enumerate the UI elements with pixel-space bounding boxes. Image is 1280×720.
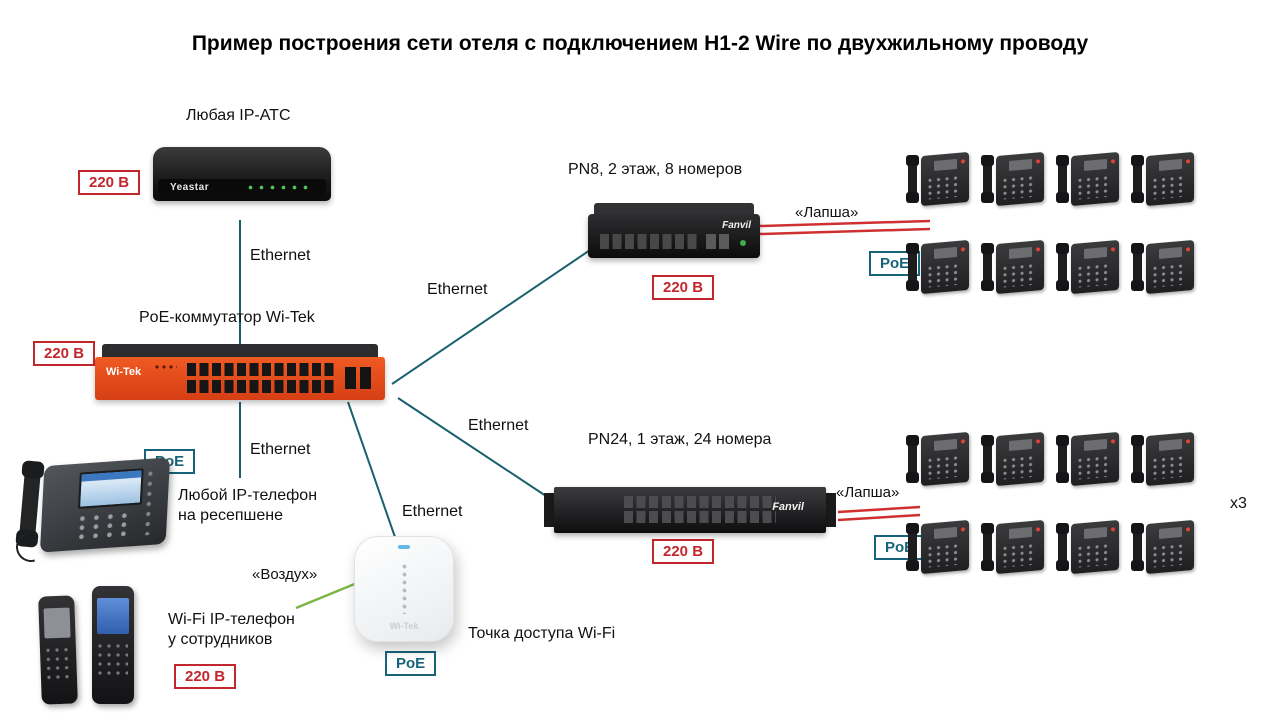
pbx-label: Любая IP-АТС — [186, 107, 291, 124]
pbx-status-leds-icon — [248, 185, 314, 190]
pn8-status-led-icon — [740, 240, 746, 246]
wifi-handset-icon — [38, 595, 78, 705]
access-point-label: Точка доступа Wi-Fi — [468, 625, 616, 642]
staff-phone-label-line2: у сотрудников — [168, 631, 273, 648]
pn24-rack-ear-right — [824, 493, 836, 527]
lapsha-wire-pn8-a — [759, 219, 931, 228]
pbx-brand-logo: Yeastar — [170, 182, 210, 193]
power-badge-pn24: 220 В — [652, 539, 715, 564]
ip-phone-icon — [1131, 238, 1195, 298]
pn24-ports-icon — [624, 496, 776, 524]
reception-phone-label-line2: на ресепшене — [178, 507, 284, 524]
ip-phone-icon — [981, 518, 1045, 578]
access-point-icon: Wi-Tek — [354, 536, 454, 642]
wifi-handset-keypad — [45, 647, 72, 683]
pn8-brand-logo: Fanvil — [722, 220, 751, 231]
ip-phone-icon — [906, 518, 970, 578]
poe-badge-ap: PoE — [385, 651, 437, 676]
link-switch-to-pn8 — [391, 245, 597, 385]
pn8-label: PN8, 2 этаж, 8 номеров — [568, 161, 743, 178]
link-switch-to-ap — [347, 401, 397, 541]
air-label: «Воздух» — [252, 566, 318, 583]
wifi-handset-icon — [92, 586, 134, 704]
ip-phone-icon — [981, 430, 1045, 490]
pn8-uplink-ports-icon — [706, 234, 730, 249]
ethernet-label-ap: Ethernet — [402, 503, 463, 520]
reception-phone-body — [39, 457, 171, 553]
access-point-led-icon — [398, 545, 410, 549]
ethernet-label-pn24: Ethernet — [468, 417, 529, 434]
power-badge-pbx: 220 В — [78, 170, 141, 195]
ip-phone-icon — [906, 150, 970, 210]
pbx-front-panel: Yeastar — [158, 179, 326, 199]
core-switch-device-icon: Wi-Tek — [95, 344, 385, 400]
core-switch-ports-icon — [187, 363, 337, 394]
wifi-handset-keypad — [98, 644, 128, 678]
pn8-device-icon: Fanvil — [588, 203, 760, 258]
pn24-label: PN24, 1 этаж, 24 номера — [588, 431, 772, 448]
pn24-rack-ear-left — [544, 493, 556, 527]
core-switch-leds-icon — [155, 365, 177, 370]
reception-phone-screen — [77, 468, 144, 509]
staff-phone-label: Wi-Fi IP-телефон у сотрудников — [168, 610, 295, 650]
reception-phone-keypad — [78, 511, 136, 542]
pn8-chassis — [594, 203, 754, 216]
ip-phone-icon — [1131, 518, 1195, 578]
lapsha-label-pn24: «Лапша» — [836, 484, 900, 501]
ip-phone-icon — [1056, 238, 1120, 298]
access-point-grille-icon — [402, 564, 407, 614]
pn24-front-panel: Fanvil — [554, 487, 826, 533]
ip-phone-icon — [906, 430, 970, 490]
ethernet-label-pbx: Ethernet — [250, 247, 311, 264]
ip-phone-icon — [1056, 150, 1120, 210]
wifi-handsets-icon — [38, 586, 134, 705]
core-switch-label: PoE-коммутатор Wi-Tek — [139, 309, 315, 326]
core-switch-brand-logo: Wi-Tek — [106, 366, 142, 378]
reception-phone-side-keys — [144, 469, 162, 536]
core-switch-chassis — [102, 344, 378, 359]
ip-phone-icon — [1056, 518, 1120, 578]
reception-phone-label-line1: Любой IP-телефон — [178, 487, 318, 504]
reception-phone-icon — [10, 456, 172, 568]
pn24-device-icon: Fanvil — [544, 487, 836, 533]
ip-phone-icon — [981, 150, 1045, 210]
lapsha-label-pn8: «Лапша» — [795, 204, 859, 221]
air-link-handset-to-ap — [295, 581, 358, 610]
ethernet-label-reception: Ethernet — [250, 441, 311, 458]
link-switch-to-pn24 — [397, 397, 553, 501]
wifi-handset-screen — [43, 607, 71, 639]
multiplier-label: x3 — [1230, 495, 1247, 512]
phone-group-floor1 — [906, 430, 1195, 578]
core-switch-sfp-ports-icon — [345, 367, 371, 389]
wifi-handset-screen — [97, 598, 129, 634]
access-point-brand-logo: Wi-Tek — [389, 621, 419, 631]
power-badge-pn8: 220 В — [652, 275, 715, 300]
pn24-brand-logo: Fanvil — [772, 501, 804, 513]
lapsha-wire-pn8-b — [759, 227, 931, 236]
pbx-chassis: Yeastar — [153, 147, 331, 201]
lapsha-wire-pn24-a — [837, 505, 921, 514]
pbx-device-icon: Yeastar — [153, 147, 331, 217]
ip-phone-icon — [1056, 430, 1120, 490]
ethernet-label-pn8: Ethernet — [427, 281, 488, 298]
ip-phone-icon — [1131, 150, 1195, 210]
pn8-ports-icon — [600, 234, 700, 249]
pn8-front-panel: Fanvil — [588, 214, 760, 258]
core-switch-front-panel: Wi-Tek — [95, 357, 385, 400]
page-title: Пример построения сети отеля с подключен… — [191, 32, 1089, 55]
phone-group-floor2 — [906, 150, 1195, 298]
lapsha-wire-pn24-b — [837, 513, 921, 522]
reception-phone-label: Любой IP-телефон на ресепшене — [178, 486, 317, 526]
ip-phone-icon — [906, 238, 970, 298]
ip-phone-icon — [1131, 430, 1195, 490]
power-badge-staff-phone: 220 В — [174, 664, 237, 689]
staff-phone-label-line1: Wi-Fi IP-телефон — [168, 611, 295, 628]
power-badge-core-switch: 220 В — [33, 341, 96, 366]
ip-phone-icon — [981, 238, 1045, 298]
